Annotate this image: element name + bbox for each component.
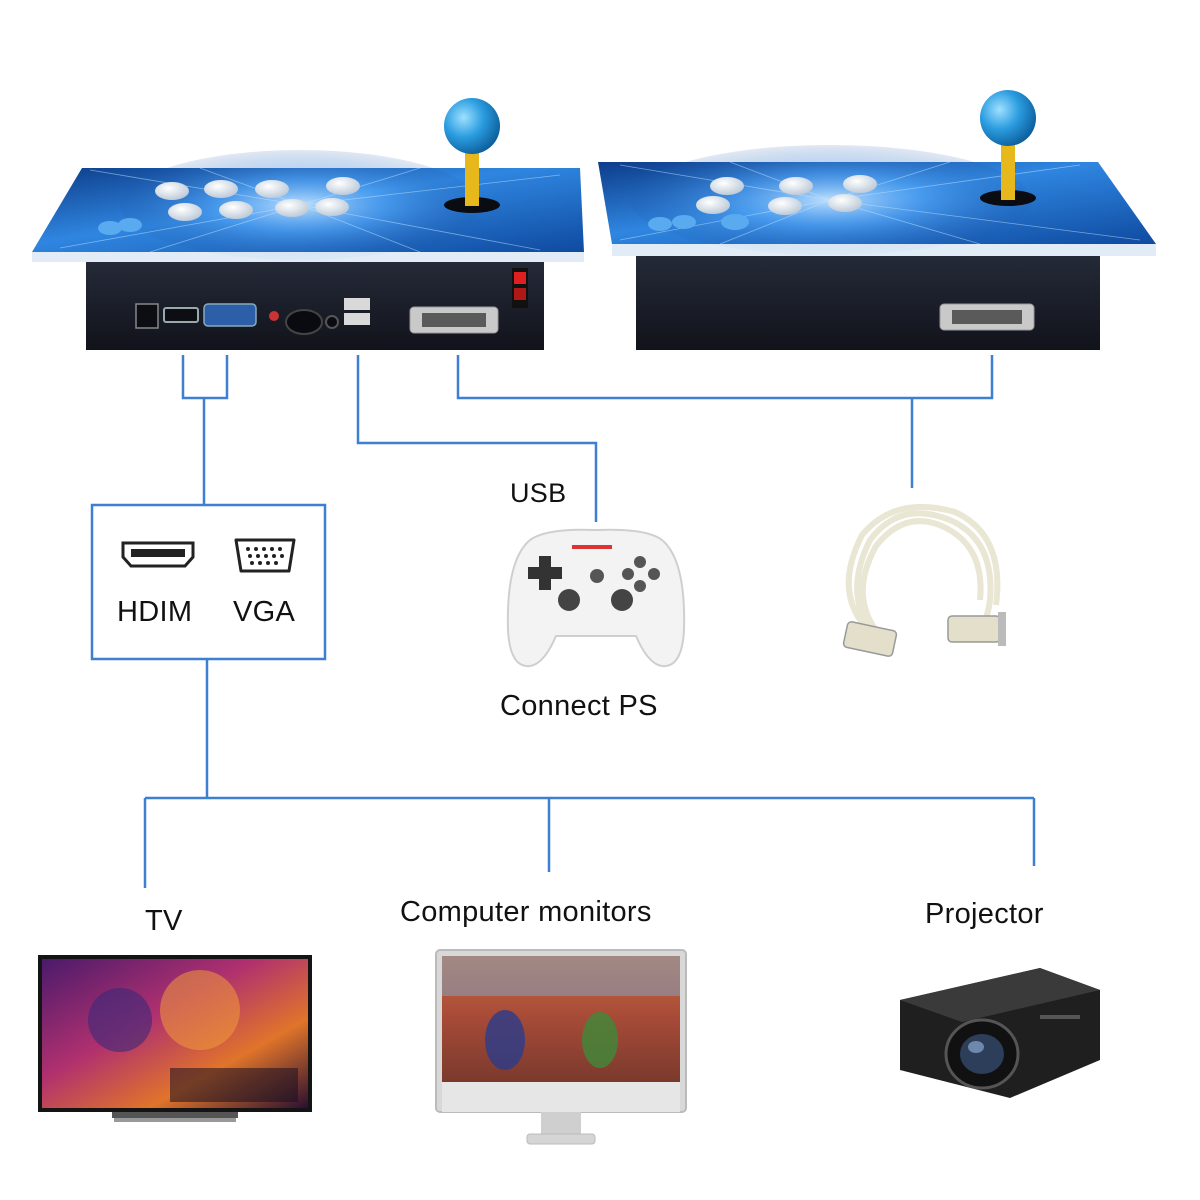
vga-label: VGA (233, 596, 296, 628)
vga-port-icon (234, 538, 296, 573)
action-buttons-right (648, 175, 877, 231)
action-buttons-left (98, 177, 360, 235)
console-right (598, 90, 1156, 350)
console-ports-right (939, 303, 1035, 331)
hdmi-port-icon (121, 541, 195, 568)
joystick-left (444, 98, 500, 213)
serial-cable-icon (845, 503, 1001, 643)
projector-icon (900, 968, 1100, 1098)
tv-icon (38, 955, 312, 1122)
console-ports (135, 268, 528, 335)
usb-label: USB (510, 478, 567, 508)
connect-ps-label: Connect PS (500, 690, 658, 722)
gamepad-icon (506, 528, 686, 668)
computer-monitors-label: Computer monitors (400, 896, 652, 928)
joystick-right (980, 90, 1036, 206)
tv-label: TV (145, 905, 183, 937)
serial-plug-icon (842, 612, 1006, 657)
hdmi-label: HDIM (117, 596, 193, 628)
console-left (32, 98, 584, 350)
connector-lines (90, 355, 1036, 888)
monitor-icon (435, 949, 687, 1145)
projector-label: Projector (925, 898, 1044, 930)
